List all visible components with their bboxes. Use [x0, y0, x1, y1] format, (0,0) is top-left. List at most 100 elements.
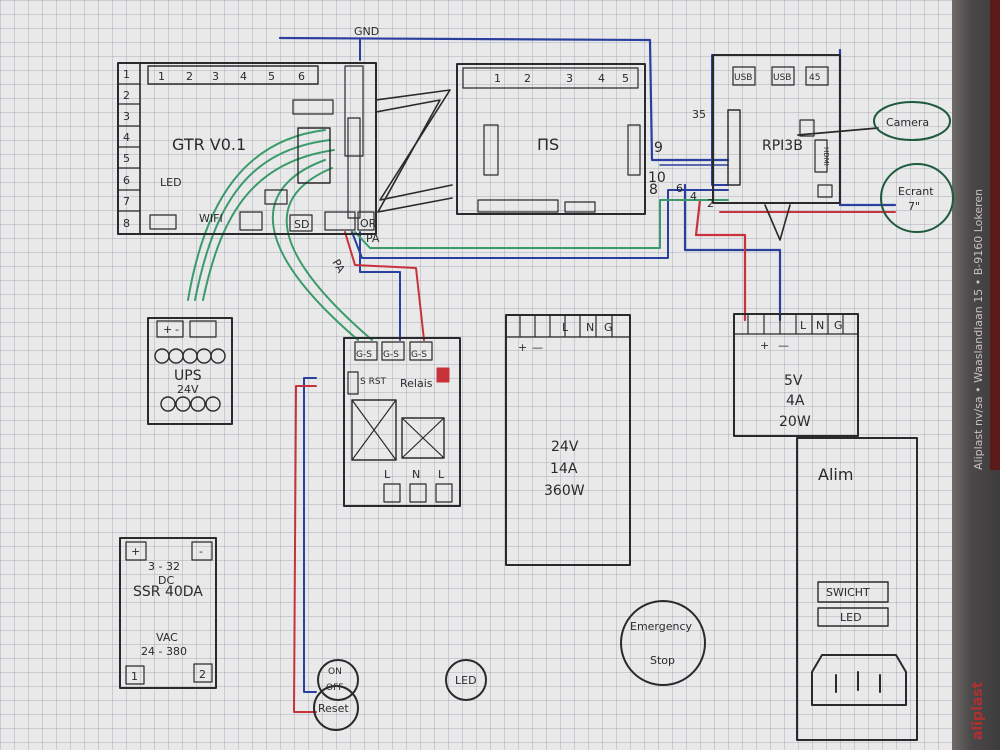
gtr-top-3: 3 — [212, 70, 219, 83]
ssr-dc: DC — [158, 574, 174, 587]
psu24-terminal-n: N — [586, 321, 594, 334]
camera-module — [873, 101, 951, 141]
gtr-or-label: OR — [360, 217, 377, 230]
gtr-left-4: 4 — [123, 131, 130, 144]
wire-rpi-psu5-red — [694, 198, 747, 322]
gtr-title: GTR V0.1 — [172, 135, 246, 154]
screen-size: 7" — [908, 200, 920, 213]
psu24-terminal-l: L — [562, 321, 569, 334]
wire-reset-red — [293, 385, 317, 713]
label-pa-right: PA — [366, 232, 380, 245]
gtr-left-7: 7 — [123, 195, 130, 208]
gtr-board — [117, 62, 377, 235]
label-pin-2: 2 — [707, 197, 714, 210]
label-pin-8: 8 — [649, 182, 658, 198]
psu5-terminal-l: L — [800, 319, 807, 332]
ups-voltage: 24V — [177, 383, 199, 396]
onoff-off: OFF — [326, 683, 343, 693]
relais-terminal-2: G-S — [383, 350, 399, 360]
wire-reset-blue — [303, 377, 317, 693]
alim-title: Alim — [818, 465, 853, 484]
ssr-model: SSR 40DA — [133, 584, 203, 600]
relais-bottom-n: N — [412, 468, 420, 481]
alim-box — [796, 437, 918, 741]
rpi-board — [712, 54, 841, 204]
onoff-switch — [317, 659, 359, 701]
psu24-voltage: 24V — [551, 439, 579, 455]
gtr-left-2: 2 — [123, 89, 130, 102]
psu24-terminal-g: G — [604, 321, 613, 334]
ssr-pin-2: 2 — [199, 668, 206, 681]
ssr-vac: VAC — [156, 631, 178, 644]
wire-relais-blue — [351, 189, 729, 259]
wire-green-ms — [354, 199, 729, 249]
gtr-left-5: 5 — [123, 152, 130, 165]
ups-minus: - — [175, 323, 179, 336]
psu5-terminal-g: G — [834, 319, 843, 332]
gtr-top-4: 4 — [240, 70, 247, 83]
gtr-top-1: 1 — [158, 70, 165, 83]
gtr-left-6: 6 — [123, 174, 130, 187]
ssr-pin-1: 1 — [131, 670, 138, 683]
camera-label: Camera — [886, 116, 929, 129]
ms-board — [456, 63, 646, 215]
screen-module — [880, 163, 954, 233]
psu5-power: 20W — [779, 414, 811, 430]
gtr-left-8: 8 — [123, 217, 130, 230]
ms-top-5: 5 — [622, 72, 629, 85]
relais-box — [343, 337, 461, 507]
ms-top-4: 4 — [598, 72, 605, 85]
label-pin-35: 35 — [692, 108, 706, 121]
onoff-on: ON — [328, 667, 342, 677]
rpi-hdmi-label: HDMI — [822, 147, 830, 166]
psu24-plus: + — [518, 341, 527, 354]
gtr-top-5: 5 — [268, 70, 275, 83]
rpi-port-eth: 45 — [809, 73, 820, 83]
label-pin-10: 10 — [648, 170, 666, 186]
label-pin-4: 4 — [690, 190, 697, 203]
screen-label: Ecrant — [898, 185, 934, 198]
gtr-sd-label: SD — [294, 218, 309, 231]
estop-button — [620, 600, 706, 686]
psu24-current: 14A — [550, 461, 578, 477]
gtr-left-3: 3 — [123, 110, 130, 123]
ms-top-3: 3 — [566, 72, 573, 85]
label-gnd: GND — [354, 25, 379, 38]
wire-green-relais-2 — [285, 167, 373, 341]
reset-label: Reset — [318, 702, 349, 715]
reset-button — [313, 685, 359, 731]
wire-green-relais-1 — [271, 159, 359, 341]
wire-gnd — [278, 36, 730, 162]
gtr-left-1: 1 — [123, 68, 130, 81]
relais-bottom-l2: L — [438, 468, 445, 481]
wire-camera — [797, 127, 879, 136]
ups-title: UPS — [174, 368, 202, 384]
estop-line2: Stop — [650, 654, 675, 667]
notebook-brand-strip — [990, 0, 1000, 470]
wire-relais-red — [344, 231, 425, 341]
ssr-dc-range: 3 - 32 — [148, 560, 180, 573]
rpi-title: RPI3B — [762, 138, 803, 154]
gtr-top-6: 6 — [298, 70, 305, 83]
relais-s-rst: S RST — [360, 377, 387, 387]
ms-top-1: 1 — [494, 72, 501, 85]
ssr-plus: + — [131, 545, 140, 558]
ssr-minus: - — [199, 545, 203, 558]
psu-24v-box — [505, 314, 631, 566]
rpi-port-usb-1: USB — [734, 73, 752, 83]
alim-switch-label: SWICHT — [826, 586, 870, 599]
ssr-box — [119, 537, 217, 689]
gtr-led-label: LED — [160, 176, 182, 189]
relais-terminal-1: G-S — [356, 350, 372, 360]
iec-socket — [811, 654, 907, 706]
gtr-top-2: 2 — [186, 70, 193, 83]
rpi-port-usb-2: USB — [773, 73, 791, 83]
ms-top-2: 2 — [524, 72, 531, 85]
ssr-vac-range: 24 - 380 — [141, 645, 187, 658]
ms-title: ΠS — [537, 135, 559, 154]
label-pin-6: 6 — [676, 182, 683, 195]
ups-box — [147, 317, 233, 425]
wire-rpi-misc-2 — [764, 204, 791, 241]
psu24-power: 360W — [544, 483, 585, 499]
